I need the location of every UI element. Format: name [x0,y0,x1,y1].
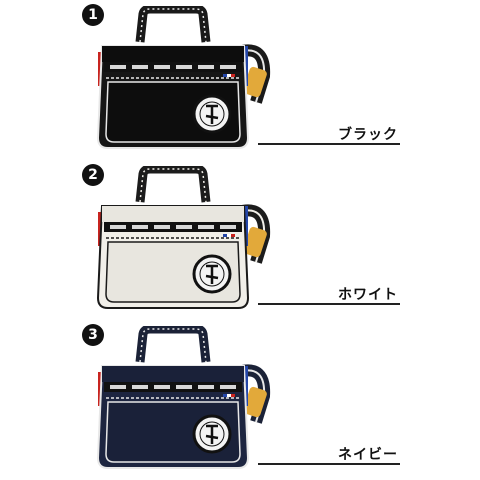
variant-black: 1 ブラック [0,0,480,158]
tag-blue [223,74,227,77]
strap-pad [243,66,267,98]
logo-ring [199,101,225,127]
ribbon-text-mark [176,65,192,69]
color-label: ブラック [338,127,398,143]
bag-handle [135,6,211,43]
tag-red [231,234,235,237]
logo-ring [199,421,225,447]
ribbon-text-mark [110,385,126,389]
ribbon-text-mark [132,385,148,389]
color-label: ネイビー [338,447,398,463]
ribbon-text-mark [132,65,148,69]
logo-glyph [205,104,219,124]
ribbon-text-mark [198,65,214,69]
bag-image [96,6,271,149]
ribbon-text-mark [132,225,148,229]
label-underline [258,303,400,305]
bag-handle [135,166,211,203]
variant-navy: 3 ネイビー [0,320,480,478]
top-panel [102,206,244,222]
tag-white [227,394,231,397]
variant-white: 2 ホワイト [0,160,480,318]
tag-blue [223,234,227,237]
bag-handle [135,326,211,363]
strap-pad [243,226,267,258]
number-badge: 2 [82,164,104,186]
top-panel [102,366,244,382]
tag-red [231,394,235,397]
bag-image [96,166,271,309]
logo-glyph [205,424,219,444]
brand-ribbon [104,382,242,392]
ribbon-text-mark [220,225,236,229]
brand-ribbon [104,222,242,232]
color-label: ホワイト [338,287,398,303]
ribbon-text-mark [154,65,170,69]
logo-glyph [205,264,219,284]
ribbon-text-mark [110,65,126,69]
tag-white [227,234,231,237]
handle-stitch [139,168,207,203]
ribbon-text-mark [154,385,170,389]
number-badge: 3 [82,324,104,346]
handle-stitch [139,328,207,363]
bag-image [96,326,271,469]
tag-red [231,74,235,77]
label-underline [258,463,400,465]
brand-ribbon [104,62,242,72]
ribbon-text-mark [154,225,170,229]
logo-ring [199,261,225,287]
ribbon-text-mark [110,225,126,229]
label-underline [258,143,400,145]
ribbon-text-mark [220,385,236,389]
ribbon-text-mark [198,225,214,229]
strap-pad [243,386,267,418]
tag-white [227,74,231,77]
ribbon-text-mark [220,65,236,69]
tag-blue [223,394,227,397]
ribbon-text-mark [176,385,192,389]
ribbon-text-mark [176,225,192,229]
number-badge: 1 [82,4,104,26]
top-panel [102,46,244,62]
ribbon-text-mark [198,385,214,389]
handle-stitch [139,8,207,43]
